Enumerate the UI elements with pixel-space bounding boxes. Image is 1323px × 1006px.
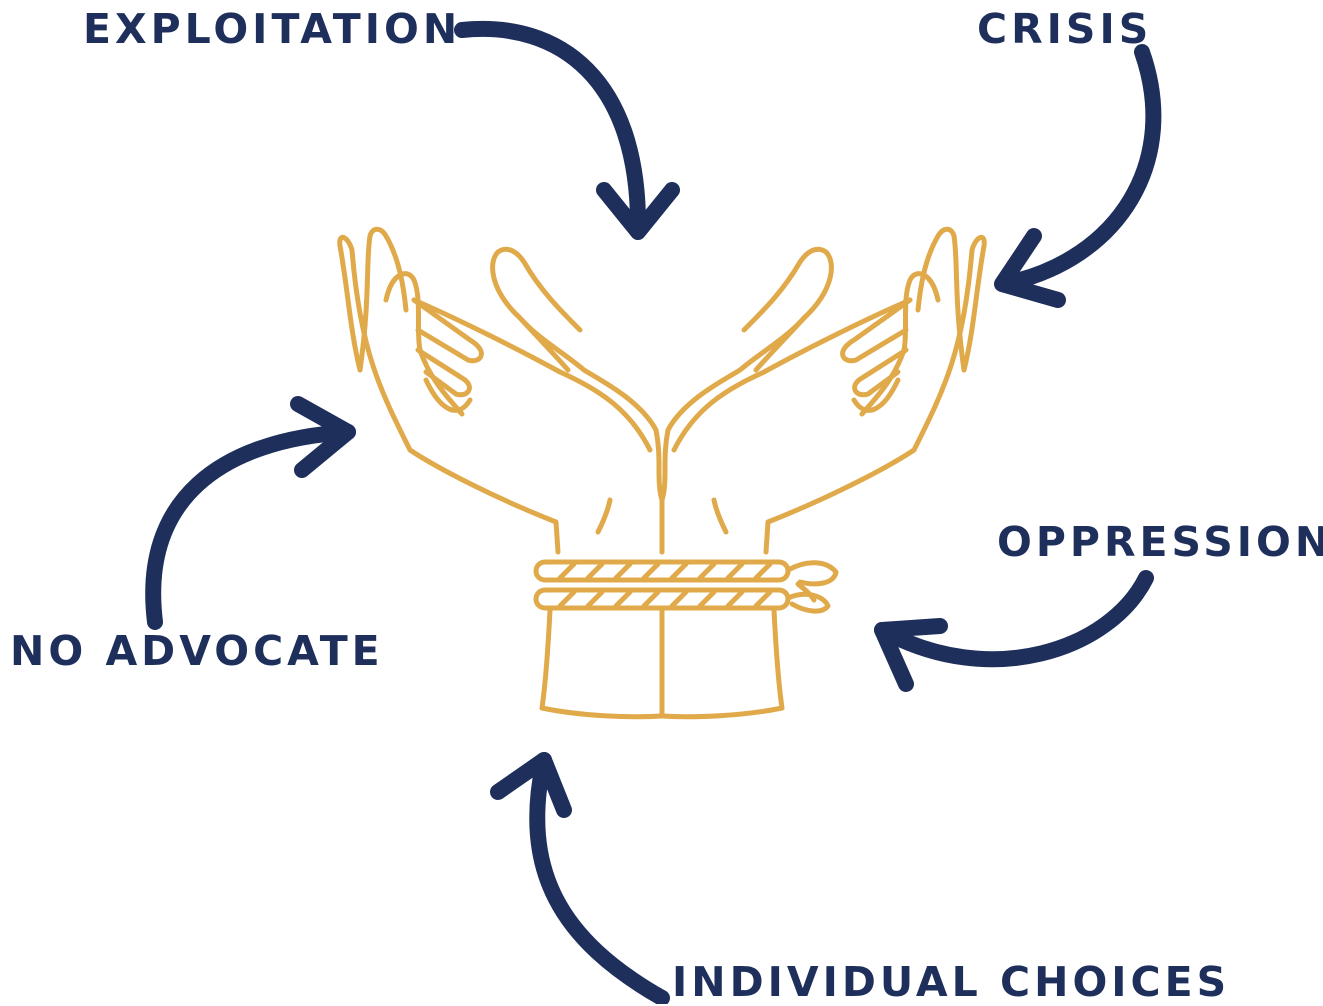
arrow-no-advocate [145,396,356,630]
right-hand-icon [659,226,987,555]
arrow-individual-choices [490,752,670,1004]
arrow-crisis [994,44,1162,308]
label-no-advocate: NO ADVOCATE [10,627,384,675]
label-crisis: CRISIS [977,5,1153,53]
label-exploitation: EXPLOITATION [83,5,462,53]
label-oppression: OPPRESSION [997,518,1323,566]
left-hand-icon [337,226,665,555]
wrists-icon [539,607,785,720]
arrow-oppression [874,570,1154,692]
rope-icon [533,559,839,614]
bound-hands-icon [337,226,987,720]
arrow-exploitation [454,21,680,240]
label-individual-choices: INDIVIDUAL CHOICES [672,958,1231,1006]
